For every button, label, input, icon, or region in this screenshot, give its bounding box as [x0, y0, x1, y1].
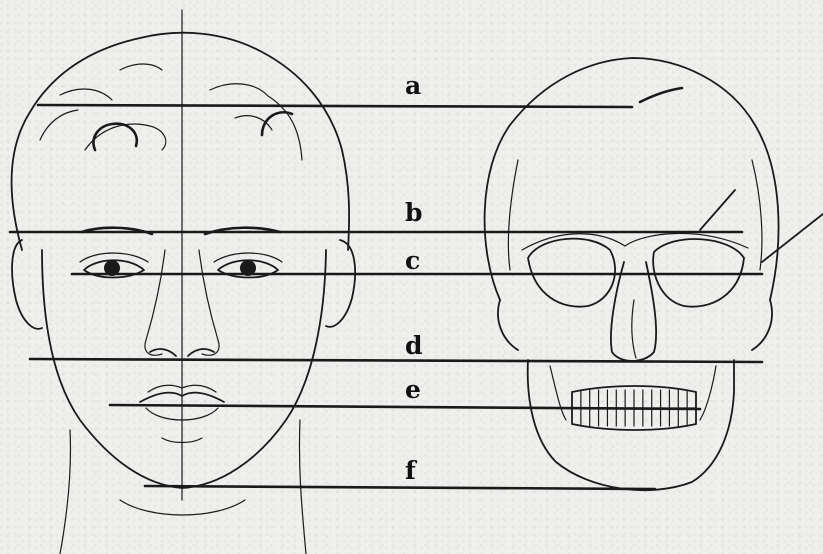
line-d [30, 359, 762, 362]
line-e [110, 405, 700, 409]
proportion-lines [10, 105, 762, 489]
temporal-ridges [508, 160, 762, 270]
face-drawing [12, 10, 355, 554]
mandible [528, 360, 734, 490]
pointer-arrow-1 [700, 190, 735, 230]
left-eye-socket [528, 239, 615, 307]
ramus-right [700, 366, 716, 420]
face-contour [42, 250, 326, 488]
nasal-septum [632, 300, 636, 358]
ramus-left [550, 366, 566, 420]
cheekbones [498, 300, 772, 350]
label-f: f [405, 458, 416, 483]
label-a: a [405, 73, 421, 98]
left-ear [12, 240, 42, 329]
skull-mark [640, 88, 682, 102]
hair-outline [12, 33, 349, 250]
label-d: d [405, 333, 422, 358]
pointer-arrow-2 [762, 214, 823, 262]
line-a [38, 105, 632, 107]
label-e: e [405, 377, 421, 402]
hair-curl [94, 112, 292, 150]
label-c: c [405, 248, 420, 273]
right-ear [326, 240, 355, 327]
line-f [145, 486, 655, 489]
label-b: b [405, 200, 422, 225]
hair-strands [40, 64, 302, 160]
